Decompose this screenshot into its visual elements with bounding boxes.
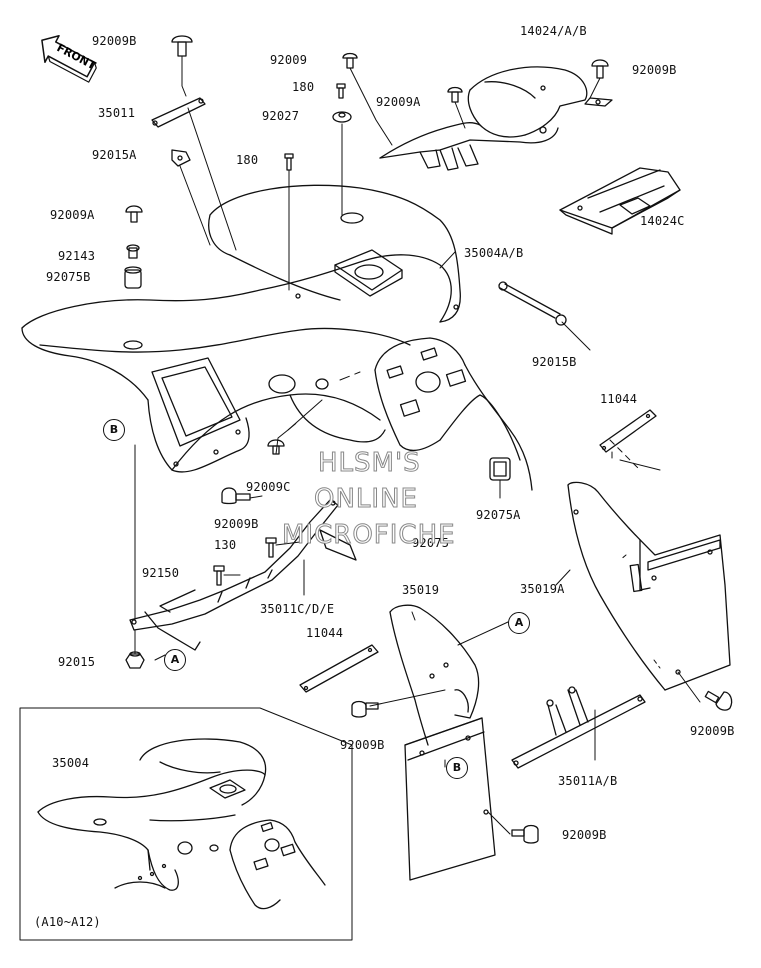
label-35019: 35019: [402, 583, 440, 597]
strip-11044-right: [599, 409, 657, 453]
bolt-92009a-mid: [447, 86, 463, 103]
grommet-92075b: [124, 266, 142, 289]
label-92075a: 92075A: [476, 508, 521, 522]
strip-11044-mid: [299, 644, 379, 693]
bolt-130: [265, 537, 277, 558]
bolt-92009-top: [342, 52, 358, 69]
label-180-b: 180: [236, 153, 259, 167]
collar-92143: [126, 244, 140, 259]
label-92009b-top: 92009B: [92, 34, 137, 48]
label-92075b: 92075B: [46, 270, 91, 284]
bolt-180-b: [284, 153, 294, 171]
rear-fender-main: [21, 184, 533, 491]
bolt-92009b-bottom: [511, 824, 539, 844]
label-35004: 35004: [52, 756, 90, 770]
label-92009a-left: 92009A: [50, 208, 95, 222]
bracket-35011cde: [129, 499, 357, 651]
bolt-92009b-mid: [221, 487, 251, 505]
strap-35011ab: [511, 686, 646, 769]
label-92015: 92015: [58, 655, 96, 669]
label-92015b: 92015B: [532, 355, 577, 369]
strap-92015b: [498, 281, 567, 326]
watermark-line3: MICROFICHE: [282, 520, 456, 551]
label-14024ab: 14024/A/B: [520, 24, 587, 38]
bracket-14024ab: [379, 66, 613, 171]
label-92143: 92143: [58, 249, 96, 263]
strap-35011: [151, 97, 206, 128]
label-92009-top: 92009: [270, 53, 308, 67]
callout-a-right: A: [508, 612, 530, 634]
label-92009b-lower: 92009B: [340, 738, 385, 752]
label-130: 130: [214, 538, 237, 552]
grommet-92075a: [489, 457, 511, 481]
bolt-180-a: [336, 83, 346, 99]
inset-frame: [19, 707, 353, 941]
label-35011: 35011: [98, 106, 136, 120]
label-92015a: 92015A: [92, 148, 137, 162]
front-arrow-icon: [41, 35, 97, 83]
inset-note: (A10~A12): [34, 915, 101, 929]
bolt-92009a-left: [125, 205, 143, 223]
label-35011ab: 35011A/B: [558, 774, 618, 788]
bolt-92150: [213, 565, 225, 586]
mudflap-35019: [389, 604, 496, 881]
watermark-line2: ONLINE: [314, 484, 418, 515]
watermark-line1: HLSM'S: [318, 448, 421, 479]
label-92150: 92150: [142, 566, 180, 580]
mudflap-35019a: [567, 481, 731, 691]
label-92009c: 92009C: [246, 480, 291, 494]
callout-b-left: B: [103, 419, 125, 441]
label-92009b-mid: 92009B: [214, 517, 259, 531]
label-92009b-right: 92009B: [632, 63, 677, 77]
label-92009a-mid: 92009A: [376, 95, 421, 109]
nut-92015: [125, 651, 145, 669]
label-11044-right: 11044: [600, 392, 638, 406]
callout-b-flap: B: [446, 757, 468, 779]
bracket-14024c: [559, 167, 681, 235]
clip-92015a: [171, 149, 191, 167]
label-35019a: 35019A: [520, 582, 565, 596]
callout-a-left: A: [164, 649, 186, 671]
inset-fender-35004: [37, 738, 326, 910]
label-35004ab: 35004A/B: [464, 246, 524, 260]
label-92009b-bottom: 92009B: [562, 828, 607, 842]
label-35011cde: 35011C/D/E: [260, 602, 335, 616]
label-92075: 92075: [412, 536, 450, 550]
leader-lines: [134, 55, 701, 835]
bolt-92009b-lower: [351, 700, 379, 718]
label-92009b-far: 92009B: [690, 724, 735, 738]
bolt-92009b-far: [704, 690, 733, 711]
label-11044-mid: 11044: [306, 626, 344, 640]
label-92027: 92027: [262, 109, 300, 123]
bolt-92009b-top: [171, 35, 193, 57]
label-14024c: 14024C: [640, 214, 685, 228]
label-180-a: 180: [292, 80, 315, 94]
bolt-92009b-right: [591, 59, 609, 79]
washer-92027: [332, 111, 352, 123]
